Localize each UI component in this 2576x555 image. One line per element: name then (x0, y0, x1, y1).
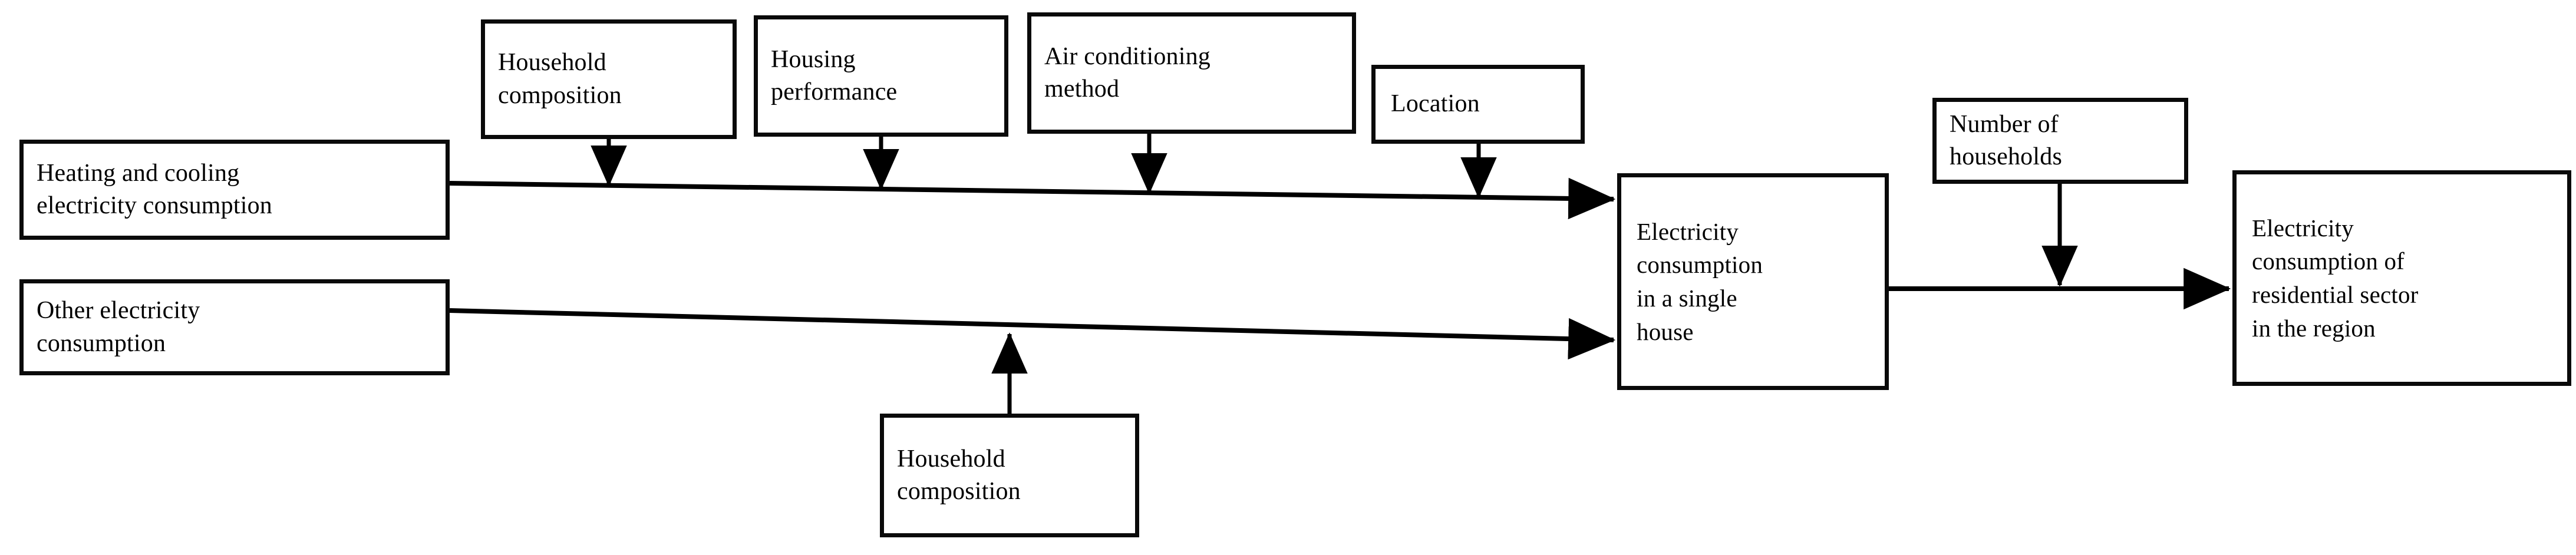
node-label: Electricity consumption in a single hous… (1637, 217, 1763, 345)
node-electricity-consumption-of-residential-sector-in-the-region[interactable]: Electricity consumption of residential s… (2232, 170, 2571, 386)
node-air-conditioning-method[interactable]: Air conditioning method (1027, 12, 1356, 134)
node-household-composition-top[interactable]: Household composition (481, 19, 737, 139)
node-number-of-households[interactable]: Number of households (1932, 98, 2188, 184)
node-electricity-consumption-in-a-single-house[interactable]: Electricity consumption in a single hous… (1617, 173, 1889, 390)
node-label: Heating and cooling electricity consumpt… (37, 159, 272, 219)
node-label: Household composition (498, 49, 622, 109)
node-household-composition-bottom[interactable]: Household composition (880, 414, 1139, 537)
node-other-electricity-consumption[interactable]: Other electricity consumption (19, 279, 450, 375)
node-housing-performance[interactable]: Housing performance (754, 15, 1008, 137)
node-label: Number of households (1950, 110, 2062, 170)
node-label: Electricity consumption of residential s… (2252, 214, 2419, 342)
node-label: Other electricity consumption (37, 297, 200, 357)
edge-other-to-single-house (449, 308, 1616, 360)
node-label: Air conditioning method (1044, 42, 1211, 103)
node-label: Location (1391, 90, 1480, 118)
edge-heating-to-single-house (449, 177, 1616, 220)
node-heating-and-cooling-electricity-consumption[interactable]: Heating and cooling electricity consumpt… (19, 140, 450, 240)
node-label: Household composition (897, 445, 1021, 505)
node-location[interactable]: Location (1371, 65, 1585, 144)
node-label: Housing performance (771, 45, 898, 105)
